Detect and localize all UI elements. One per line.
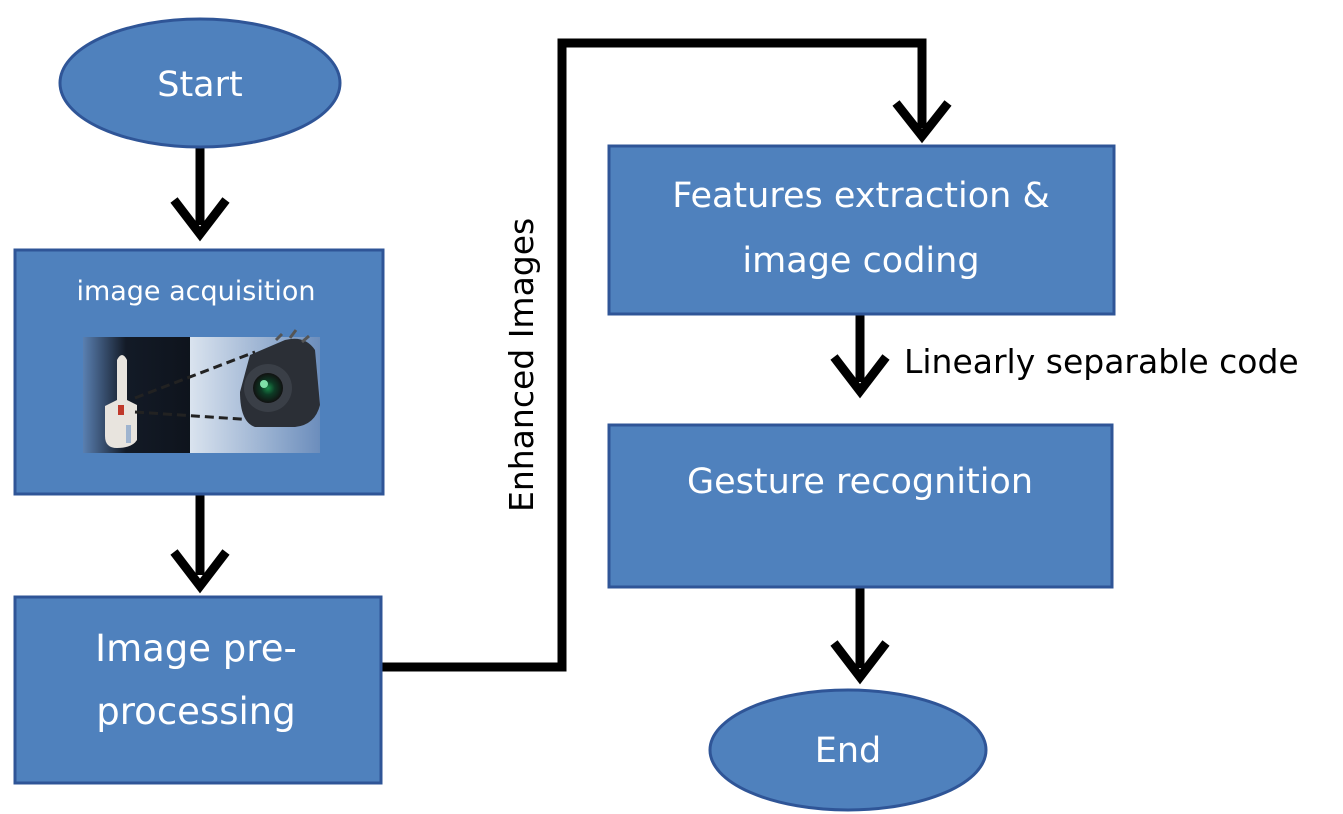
image-acquisition-node: image acquisition [13,248,385,496]
start-node: Start [58,17,342,149]
gesture-recognition-label: Gesture recognition [687,462,1033,502]
enhanced-images-label: Enhanced Images [502,218,541,512]
gesture-recognition-node: Gesture recognition [607,423,1114,589]
image-preprocessing-label-line2: processing [96,690,295,733]
features-extraction-label-line2: image coding [742,241,979,281]
image-acquisition-label: image acquisition [76,276,315,307]
connector-acquisition-to-preprocessing [170,494,230,594]
connector-features-to-gesture [830,313,890,399]
camera-icon [240,329,320,427]
linearly-separable-code-label: Linearly separable code [904,342,1299,381]
connector-preprocessing-to-features [382,38,952,672]
end-node: End [708,688,988,812]
connector-gesture-to-end [830,587,890,685]
image-preprocessing-node: Image pre- processing [13,595,383,785]
image-preprocessing-label-line1: Image pre- [95,627,297,670]
start-label: Start [157,65,243,105]
hand-icon [105,355,137,448]
connector-start-to-acquisition [170,148,230,242]
end-label: End [815,731,882,771]
camera-hand-photo [83,329,320,453]
features-extraction-label-line1: Features extraction & [672,176,1050,216]
features-extraction-node: Features extraction & image coding [607,144,1116,316]
